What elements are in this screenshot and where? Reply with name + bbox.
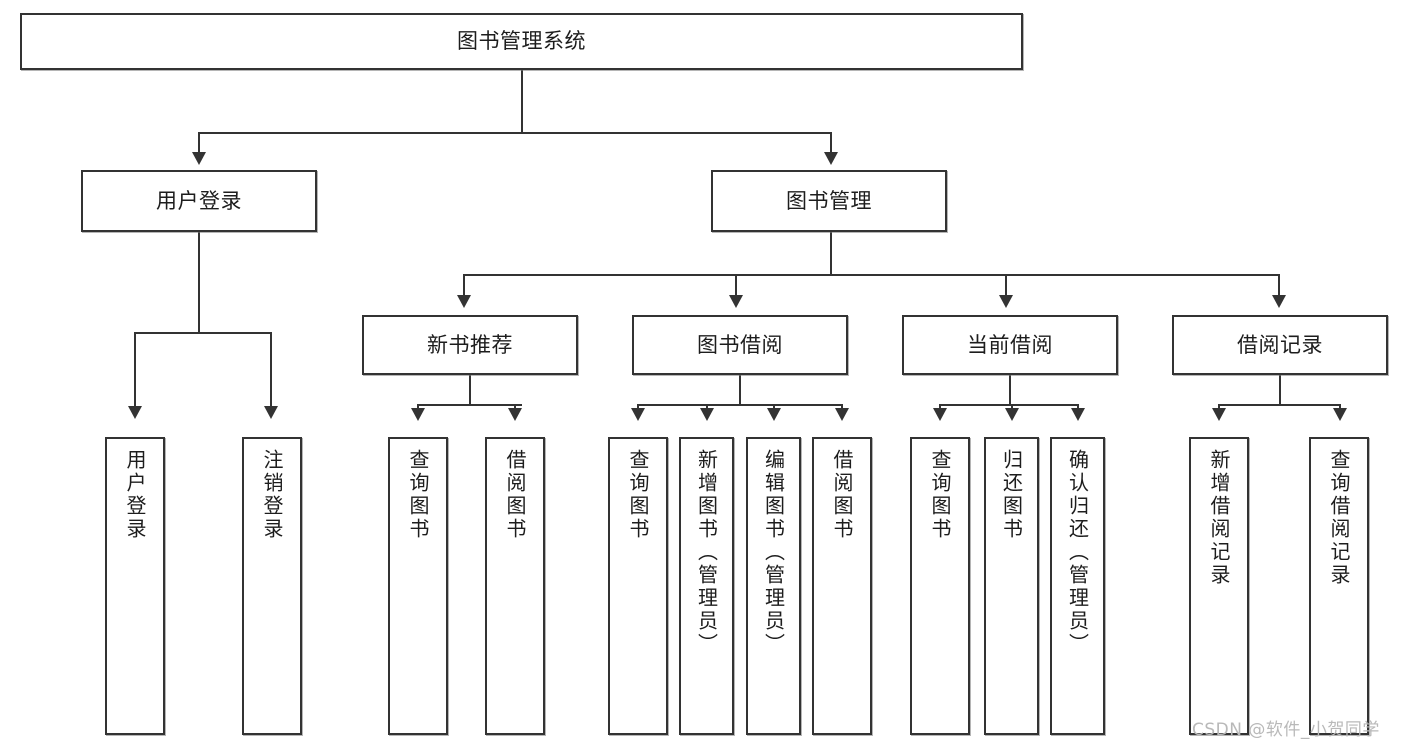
connector-login-stem [198, 232, 200, 333]
connector-bookmgmt-c1 [463, 274, 465, 297]
connector-root-to-login [198, 132, 200, 154]
connector-current-bar [939, 404, 1078, 406]
arrow-borrow-l2 [700, 408, 714, 421]
node-user-login[interactable]: 用户登录 [81, 170, 317, 232]
node-book-borrow[interactable]: 图书借阅 [632, 315, 848, 375]
node-label: 查询图书 [626, 449, 650, 541]
connector-borrow-bar [637, 404, 842, 406]
node-label: 新书推荐 [427, 332, 513, 357]
node-leaf-add-book-admin[interactable]: 新增图书（管理员） [679, 437, 734, 735]
arrow-bookmgmt-c3 [999, 295, 1013, 308]
node-leaf-borrow-book-newbook[interactable]: 借阅图书 [485, 437, 545, 735]
connector-record-bar [1218, 404, 1340, 406]
connector-bookmgmt-stem [830, 232, 832, 276]
node-label: 归还图书 [999, 449, 1024, 541]
node-label: 编辑图书（管理员） [761, 449, 786, 656]
arrow-bookmgmt-c4 [1272, 295, 1286, 308]
connector-current-stem [1009, 375, 1011, 405]
node-label: 查询图书 [406, 449, 430, 541]
connector-borrow-l2 [706, 404, 708, 410]
node-leaf-query-book-current[interactable]: 查询图书 [910, 437, 970, 735]
node-leaf-logout[interactable]: 注销登录 [242, 437, 302, 735]
node-book-management[interactable]: 图书管理 [711, 170, 947, 232]
node-leaf-edit-book-admin[interactable]: 编辑图书（管理员） [746, 437, 801, 735]
node-leaf-user-login[interactable]: 用户登录 [105, 437, 165, 735]
node-label: 新增借阅记录 [1207, 449, 1231, 587]
node-leaf-return-book[interactable]: 归还图书 [984, 437, 1039, 735]
node-leaf-query-book-newbook[interactable]: 查询图书 [388, 437, 448, 735]
arrow-newbook-l2 [508, 408, 522, 421]
connector-borrow-l1 [637, 404, 639, 410]
arrow-root-to-bookmgmt [824, 152, 838, 165]
node-leaf-query-book-borrow[interactable]: 查询图书 [608, 437, 668, 735]
arrow-current-l1 [933, 408, 947, 421]
connector-root-to-bookmgmt [830, 132, 832, 154]
connector-record-l1 [1218, 404, 1220, 410]
connector-current-l2 [1011, 404, 1013, 410]
node-label: 借阅记录 [1237, 332, 1323, 357]
node-leaf-query-borrow-record[interactable]: 查询借阅记录 [1309, 437, 1369, 735]
node-label: 借阅图书 [503, 449, 527, 541]
connector-borrow-l4 [841, 404, 843, 410]
connector-root-bar [198, 132, 832, 134]
arrow-bookmgmt-c2 [729, 295, 743, 308]
arrow-login-leaf1 [128, 406, 142, 419]
arrow-borrow-l4 [835, 408, 849, 421]
node-label: 当前借阅 [967, 332, 1053, 357]
connector-root-stem [521, 70, 523, 133]
node-label: 图书管理系统 [457, 29, 586, 54]
node-borrow-record[interactable]: 借阅记录 [1172, 315, 1388, 375]
arrow-current-l3 [1071, 408, 1085, 421]
connector-current-l3 [1077, 404, 1079, 410]
node-label: 查询借阅记录 [1327, 449, 1351, 587]
arrow-record-l2 [1333, 408, 1347, 421]
arrow-record-l1 [1212, 408, 1226, 421]
node-leaf-confirm-return-admin[interactable]: 确认归还（管理员） [1050, 437, 1105, 735]
node-label: 图书管理 [786, 188, 872, 213]
connector-login-leaf2 [270, 332, 272, 408]
connector-bookmgmt-bar [463, 274, 1280, 276]
connector-current-l1 [939, 404, 941, 410]
node-leaf-borrow-book[interactable]: 借阅图书 [812, 437, 872, 735]
connector-bookmgmt-c3 [1005, 274, 1007, 297]
arrow-borrow-l1 [631, 408, 645, 421]
node-label: 用户登录 [123, 449, 147, 541]
arrow-borrow-l3 [767, 408, 781, 421]
connector-record-l2 [1339, 404, 1341, 410]
node-label: 查询图书 [928, 449, 952, 541]
arrow-login-leaf2 [264, 406, 278, 419]
connector-bookmgmt-c2 [735, 274, 737, 297]
connector-newbook-l1 [417, 404, 419, 410]
connector-newbook-bar [417, 404, 522, 406]
arrow-newbook-l1 [411, 408, 425, 421]
node-new-book-recommend[interactable]: 新书推荐 [362, 315, 578, 375]
connector-newbook-l2 [514, 404, 516, 410]
node-leaf-add-borrow-record[interactable]: 新增借阅记录 [1189, 437, 1249, 735]
node-current-borrow[interactable]: 当前借阅 [902, 315, 1118, 375]
node-label: 图书借阅 [697, 332, 783, 357]
node-label: 注销登录 [260, 449, 284, 541]
arrow-root-to-login [192, 152, 206, 165]
node-label: 确认归还（管理员） [1065, 449, 1090, 656]
connector-borrow-stem [739, 375, 741, 405]
node-label: 用户登录 [156, 188, 242, 213]
connector-login-bar [134, 332, 272, 334]
arrow-bookmgmt-c1 [457, 295, 471, 308]
connector-login-leaf1 [134, 332, 136, 408]
node-label: 新增图书（管理员） [694, 449, 719, 656]
node-label: 借阅图书 [830, 449, 854, 541]
node-root-system[interactable]: 图书管理系统 [20, 13, 1023, 70]
arrow-current-l2 [1005, 408, 1019, 421]
connector-bookmgmt-c4 [1278, 274, 1280, 297]
connector-record-stem [1279, 375, 1281, 405]
connector-newbook-stem [469, 375, 471, 405]
connector-borrow-l3 [773, 404, 775, 410]
